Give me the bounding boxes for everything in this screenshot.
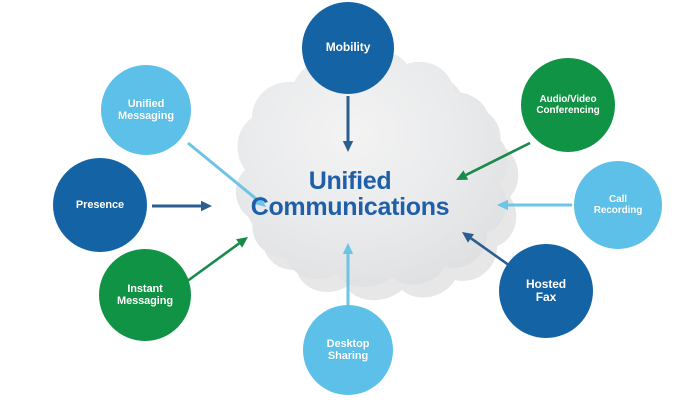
node-circle-audio-video-conferencing[interactable]	[521, 58, 615, 152]
node-circle-instant-messaging[interactable]	[99, 249, 191, 341]
arrow-mobility-head	[342, 141, 354, 152]
node-circle-call-recording[interactable]	[574, 161, 662, 249]
cloud-shape	[235, 50, 509, 288]
arrow-hosted-fax	[462, 232, 514, 270]
arrow-unified-messaging-head	[254, 196, 266, 207]
node-circle-unified-messaging[interactable]	[101, 65, 191, 155]
nodes-layer	[53, 2, 662, 395]
arrow-desktop-sharing-head	[342, 243, 354, 254]
node-circle-desktop-sharing[interactable]	[303, 305, 393, 395]
node-circle-presence[interactable]	[53, 158, 147, 252]
arrow-hosted-fax-head	[462, 232, 474, 243]
arrow-audio-video-conferencing-head	[456, 170, 469, 180]
arrow-call-recording	[497, 199, 572, 211]
arrow-presence-head	[201, 200, 212, 212]
node-circle-hosted-fax[interactable]	[499, 244, 593, 338]
arrow-presence	[152, 200, 212, 212]
arrow-unified-messaging	[187, 141, 266, 207]
arrow-audio-video-conferencing	[456, 141, 531, 180]
arrow-call-recording-head	[497, 199, 508, 211]
arrow-mobility	[342, 96, 354, 152]
arrow-instant-messaging	[185, 237, 248, 284]
node-circle-mobility[interactable]	[302, 2, 394, 94]
arrow-instant-messaging-head	[236, 237, 248, 248]
